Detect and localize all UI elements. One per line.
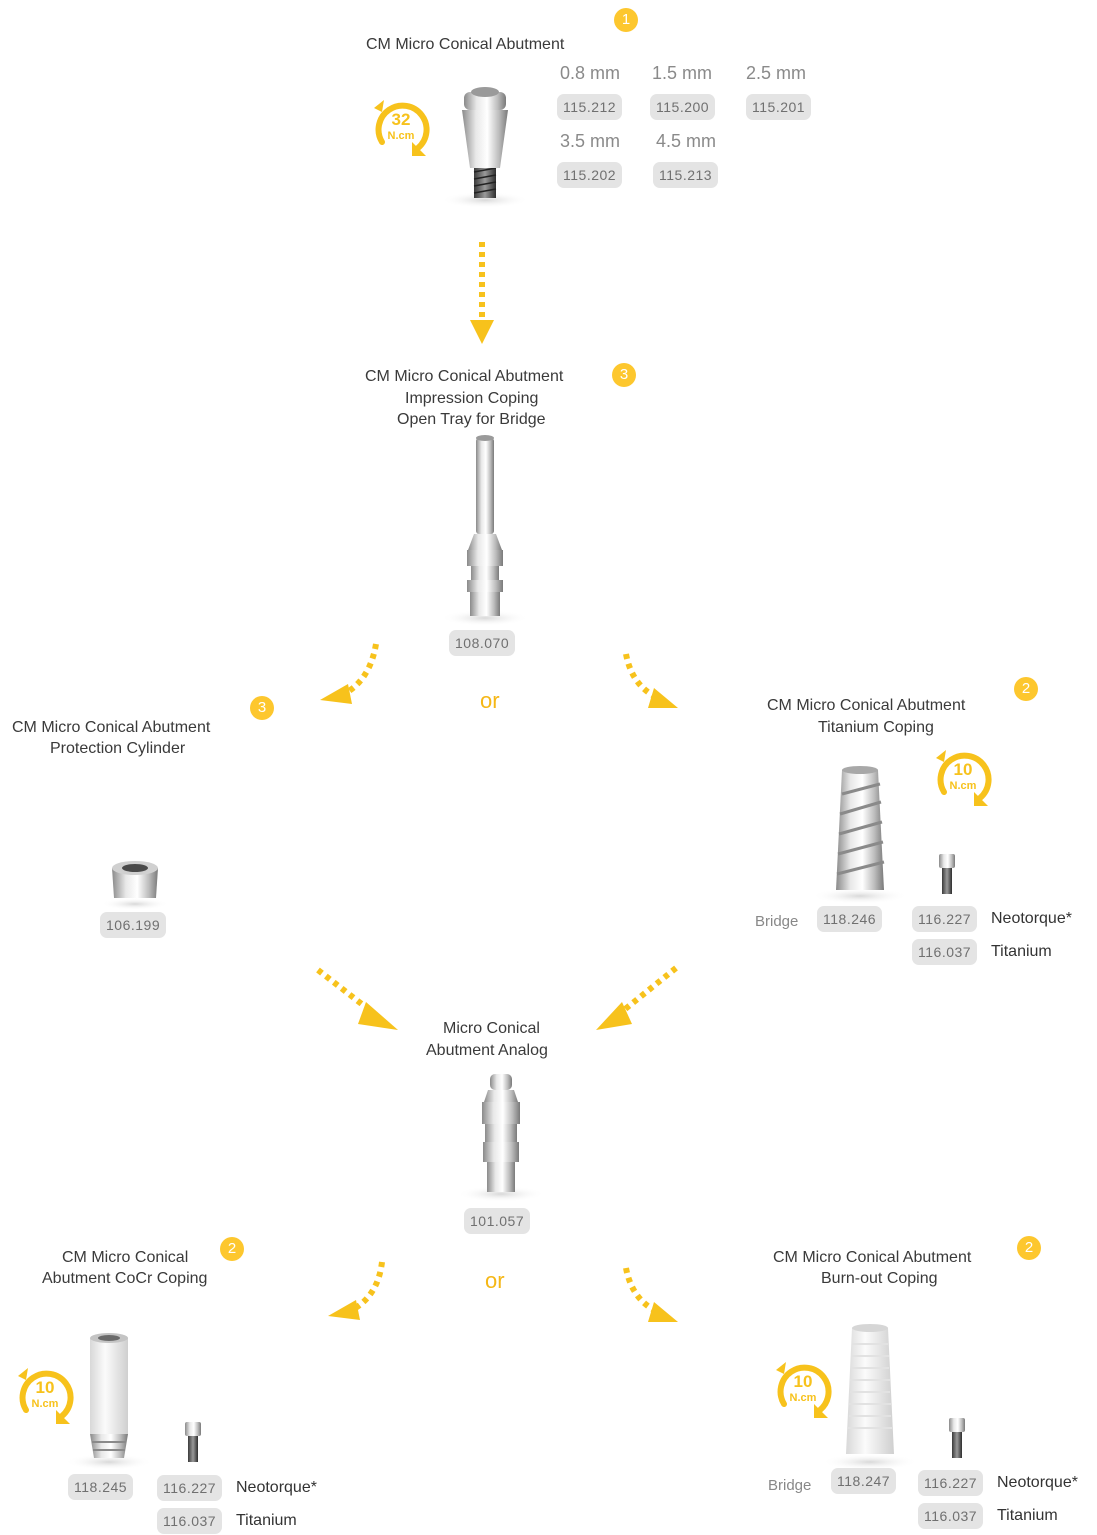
code-115-200: 115.200 xyxy=(650,94,716,120)
arrow-to-protection xyxy=(320,643,379,704)
screw-image-titanium xyxy=(939,854,955,894)
analog-title-2: Abutment Analog xyxy=(426,1042,548,1059)
burnout-title-2: Burn-out Coping xyxy=(821,1270,938,1287)
step-badge-2a: 2 xyxy=(1014,677,1038,701)
step-badge-2b: 2 xyxy=(220,1237,244,1261)
code-118-247: 118.247 xyxy=(831,1468,897,1494)
neotorque-label-a: Neotorque* xyxy=(991,910,1072,927)
protection-title-1: CM Micro Conical Abutment xyxy=(12,719,211,736)
torque-icon-10-cocr: 10 N.cm xyxy=(18,1368,74,1424)
torque-unit: N.cm xyxy=(950,780,977,792)
or-label-2: or xyxy=(485,1268,505,1293)
code-116-227-b: 116.227 xyxy=(157,1475,223,1501)
titanium-label-b: Titanium xyxy=(236,1512,297,1529)
titanium-title-1: CM Micro Conical Abutment xyxy=(767,697,966,714)
code-118-245: 118.245 xyxy=(68,1474,134,1500)
titanium-label-c: Titanium xyxy=(997,1507,1058,1524)
code-115-202: 115.202 xyxy=(557,162,623,188)
arrow-titanium-to-analog xyxy=(596,965,678,1030)
cocr-title-2: Abutment CoCr Coping xyxy=(42,1270,208,1287)
arrow-protection-to-analog xyxy=(316,967,398,1030)
code-116-037-c: 116.037 xyxy=(918,1503,984,1529)
size-0-8: 0.8 mm xyxy=(560,63,621,83)
top-title: CM Micro Conical Abutment xyxy=(366,36,565,53)
analog-image xyxy=(457,1074,545,1202)
abutment-image xyxy=(441,87,529,208)
titanium-label-a: Titanium xyxy=(991,943,1052,960)
torque-icon-10-titanium: 10 N.cm xyxy=(936,750,992,806)
code-116-037-a: 116.037 xyxy=(912,939,978,965)
torque-unit: N.cm xyxy=(32,1398,59,1410)
or-label-1: or xyxy=(480,688,500,713)
torque-value: 32 xyxy=(392,110,411,129)
neotorque-label-c: Neotorque* xyxy=(997,1474,1078,1491)
torque-value: 10 xyxy=(36,1378,55,1397)
code-116-227-c: 116.227 xyxy=(918,1470,984,1496)
size-1-5: 1.5 mm xyxy=(652,63,713,83)
code-116-037-b: 116.037 xyxy=(157,1508,223,1534)
neotorque-label-b: Neotorque* xyxy=(236,1479,317,1496)
size-2-5: 2.5 mm xyxy=(746,63,807,83)
torque-value: 10 xyxy=(794,1372,813,1391)
code-118-246: 118.246 xyxy=(817,906,883,932)
step-badge-3: 3 xyxy=(612,363,636,387)
titanium-bridge-label: Bridge xyxy=(755,913,799,930)
code-116-227-a: 116.227 xyxy=(912,906,978,932)
arrow-down-1 xyxy=(470,242,494,344)
screw-image-burnout xyxy=(949,1418,965,1458)
step-badge-2c: 2 xyxy=(1017,1236,1041,1260)
code-106-199: 106.199 xyxy=(100,912,167,938)
step-badge-1: 1 xyxy=(614,8,638,32)
analog-title-1: Micro Conical xyxy=(443,1020,540,1037)
size-3-5: 3.5 mm xyxy=(560,131,621,151)
burnout-coping-image xyxy=(822,1324,918,1470)
code-115-213: 115.213 xyxy=(653,162,719,188)
torque-unit: N.cm xyxy=(388,130,415,142)
arrow-to-cocr xyxy=(328,1261,385,1320)
arrow-to-burnout xyxy=(623,1267,678,1322)
cocr-title-1: CM Micro Conical xyxy=(62,1249,189,1266)
protection-cylinder-image xyxy=(101,861,169,910)
torque-icon-32: 32 N.cm xyxy=(374,100,430,156)
code-115-212: 115.212 xyxy=(557,94,623,120)
titanium-title-2: Titanium Coping xyxy=(818,719,934,736)
step-badge-3b: 3 xyxy=(250,696,274,720)
impression-title-2: Impression Coping xyxy=(405,390,539,407)
arrow-to-titanium xyxy=(623,653,678,708)
cocr-coping-image xyxy=(65,1333,153,1470)
burnout-bridge-label: Bridge xyxy=(768,1477,812,1494)
torque-value: 10 xyxy=(954,760,973,779)
torque-icon-10-burnout: 10 N.cm xyxy=(776,1362,832,1418)
burnout-title-1: CM Micro Conical Abutment xyxy=(773,1249,972,1266)
size-4-5: 4.5 mm xyxy=(656,131,717,151)
impression-title-1: CM Micro Conical Abutment xyxy=(365,368,564,385)
impression-coping-image xyxy=(441,435,529,626)
screw-image-cocr xyxy=(185,1422,201,1462)
code-115-201: 115.201 xyxy=(746,94,812,120)
titanium-coping-image xyxy=(812,766,908,904)
code-101-057: 101.057 xyxy=(464,1208,531,1234)
protection-title-2: Protection Cylinder xyxy=(50,740,186,757)
code-108-070: 108.070 xyxy=(449,630,516,656)
torque-unit: N.cm xyxy=(790,1392,817,1404)
impression-title-3: Open Tray for Bridge xyxy=(397,411,546,428)
